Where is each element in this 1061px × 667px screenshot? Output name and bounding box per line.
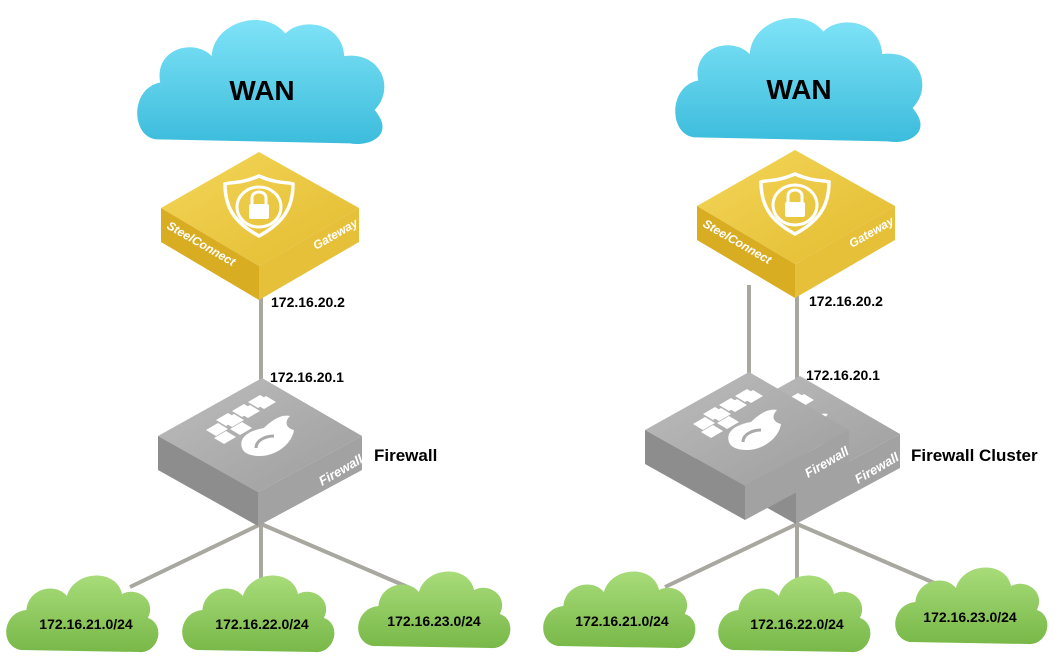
wan-label: WAN	[766, 74, 831, 105]
wan-cloud: WAN	[675, 17, 923, 143]
subnet-label-3: 172.16.23.0/24	[923, 609, 1017, 625]
subnet-cloud-1: 172.16.21.0/24	[6, 575, 159, 653]
subnet-label-2: 172.16.22.0/24	[215, 616, 309, 632]
firewall-cluster: Firewall Firewall	[643, 370, 902, 526]
firewall-cluster-label: Firewall Cluster	[911, 446, 1038, 465]
gateway-ip-label: 172.16.20.2	[809, 293, 883, 309]
firewall-label: Firewall	[374, 446, 437, 465]
firewall-subnet-link-1	[664, 522, 798, 589]
wan-label: WAN	[229, 75, 294, 106]
gateway-ip-label: 172.16.20.2	[271, 294, 345, 310]
right-topology: WAN SteelConnect Gateway 172.16.20.2 172…	[543, 17, 1048, 653]
subnet-cloud-2: 172.16.22.0/24	[182, 575, 335, 653]
firewall-subnet-link-1	[129, 522, 262, 589]
firewall-subnet-link-3	[796, 522, 947, 590]
gateway-device: SteelConnect Gateway	[159, 150, 361, 302]
subnet-label-2: 172.16.22.0/24	[750, 616, 844, 632]
firewall-device: Firewall	[156, 376, 366, 528]
firewall-ip-label: 172.16.20.1	[270, 369, 344, 385]
firewall-ip-label: 172.16.20.1	[806, 367, 880, 383]
left-topology: WAN SteelConnect Gateway 172.16.20.2 172…	[6, 19, 511, 653]
subnet-cloud-3: 172.16.23.0/24	[895, 567, 1048, 645]
subnet-label-1: 172.16.21.0/24	[575, 613, 669, 629]
subnet-cloud-3: 172.16.23.0/24	[358, 571, 511, 649]
subnet-cloud-2: 172.16.22.0/24	[718, 575, 871, 653]
wan-cloud: WAN	[137, 19, 385, 145]
firewall-subnet-link-3	[260, 522, 411, 590]
subnet-label-1: 172.16.21.0/24	[39, 616, 133, 632]
subnet-cloud-1: 172.16.21.0/24	[543, 571, 696, 649]
gateway-device: SteelConnect Gateway	[695, 148, 897, 300]
subnet-label-3: 172.16.23.0/24	[387, 613, 481, 629]
